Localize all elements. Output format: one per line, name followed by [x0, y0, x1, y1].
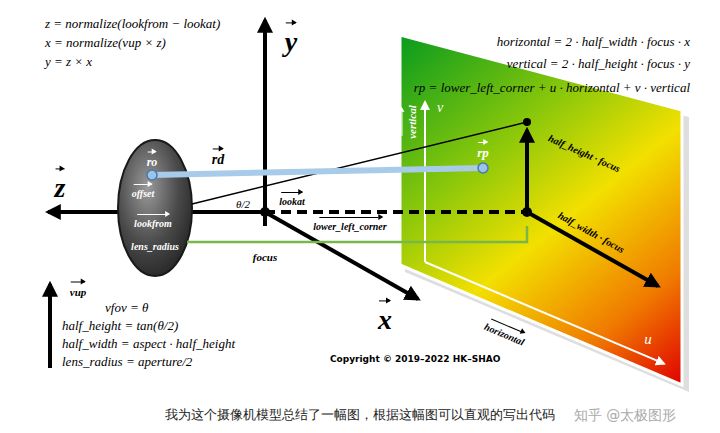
- text-holder: rd: [212, 147, 224, 168]
- vector-label: rd: [212, 147, 224, 168]
- text-holder: y: [285, 21, 297, 58]
- formula: half_height = tan(θ/2): [62, 314, 178, 334]
- text-holder: lookfrom: [134, 213, 172, 231]
- text-holder: z = normalize(lookfrom − lookat): [45, 12, 220, 32]
- u-axis: [425, 262, 664, 364]
- text-holder: vfov = θ: [105, 296, 148, 316]
- half-height-arrow: [525, 130, 529, 212]
- formula: rp = lower_left_corner + u · horizontal …: [414, 76, 690, 96]
- vector-label: vertical: [401, 105, 419, 139]
- axis-label: x: [378, 299, 392, 336]
- text-holder: z: [55, 167, 66, 204]
- plane-center-dot: [522, 207, 532, 217]
- text-holder: lookat: [279, 191, 305, 209]
- text-holder: half_width = aspect · half_height: [62, 332, 235, 352]
- ray-origin-dot: [147, 170, 157, 180]
- formula: lens_radius = aperture/2: [62, 350, 192, 370]
- formula: vertical = 2 · half_height · focus · y: [507, 52, 690, 72]
- text-holder: x: [378, 299, 392, 336]
- text-holder: v: [437, 95, 443, 116]
- copyright-note: Copyright © 2019–2022 HK–SHAO: [330, 349, 500, 364]
- lookat-dot: [260, 207, 270, 217]
- vector-label: lookat: [279, 191, 305, 208]
- text-holder: vertical = 2 · half_height · focus · y: [507, 52, 690, 72]
- corner-dot: [523, 118, 531, 126]
- text-holder: ro: [147, 151, 158, 170]
- v-axis: [424, 102, 426, 262]
- text-holder: rp: [477, 141, 489, 161]
- vup-arrow: [48, 284, 52, 368]
- view-line: [192, 122, 527, 204]
- lens-label: lens_radius: [131, 236, 179, 253]
- text-holder: vertical: [401, 105, 420, 139]
- text-holder: vup: [70, 281, 87, 300]
- formula: z = normalize(lookfrom − lookat): [45, 12, 220, 32]
- text-holder: horizontal: [482, 316, 528, 349]
- text-holder: u: [644, 326, 652, 348]
- text-holder: horizontal = 2 · half_width · focus · x: [497, 30, 690, 50]
- vector-label: ro: [147, 151, 158, 170]
- ray-line: [152, 168, 483, 175]
- y-axis: [263, 20, 267, 226]
- focus-dashed-line: [265, 210, 527, 214]
- vector-label: offset: [132, 183, 155, 200]
- text-holder: rp = lower_left_corner + u · horizontal …: [414, 76, 690, 96]
- text-holder: θ/2: [236, 193, 250, 212]
- text-holder: half_height = tan(θ/2): [62, 314, 178, 334]
- formula: y = z × x: [45, 50, 92, 70]
- text-holder: y = z × x: [45, 50, 92, 70]
- formula: x = normalize(vup × z): [45, 31, 166, 51]
- text-holder: offset: [132, 183, 155, 201]
- vector-label: lookfrom: [134, 213, 172, 230]
- ray-point-dot: [478, 163, 488, 173]
- formula: horizontal = 2 · half_width · focus · x: [497, 30, 690, 50]
- text-holder: lens_radius = aperture/2: [62, 350, 192, 370]
- axis-label: z: [55, 167, 66, 204]
- x-axis: [265, 212, 418, 299]
- text-holder: lens_radius: [131, 236, 179, 254]
- axis-label: y: [285, 21, 297, 58]
- dimension-label: focus: [253, 246, 277, 264]
- text-holder: 知乎 @太极图形: [574, 402, 676, 424]
- caption: 我为这个摄像机模型总结了一幅图，根据这幅图可以直观的写出代码: [165, 403, 555, 423]
- formula: half_width = aspect · half_height: [62, 332, 235, 352]
- formula: vfov = θ: [105, 296, 148, 316]
- lens-ellipse: ro offset lookfrom lens_radius: [115, 138, 195, 278]
- text-holder: lower_left_corner: [313, 216, 386, 234]
- watermark: 知乎 @太极图形: [574, 402, 676, 423]
- axis-label: v: [437, 95, 443, 116]
- vector-label: lower_left_corner: [313, 216, 386, 233]
- vector-label: horizontal: [483, 316, 528, 348]
- text-holder: Copyright © 2019–2022 HK–SHAO: [330, 348, 500, 366]
- text-holder: x = normalize(vup × z): [45, 31, 166, 51]
- lens-ellipse: [118, 140, 192, 276]
- vector-label: rp: [477, 141, 489, 161]
- axis-label: u: [644, 326, 652, 348]
- text-holder: focus: [253, 246, 277, 265]
- angle-label: θ/2: [236, 193, 250, 211]
- vector-label: vup: [70, 281, 87, 299]
- text-holder: 我为这个摄像机模型总结了一幅图，根据这幅图可以直观的写出代码: [165, 403, 555, 423]
